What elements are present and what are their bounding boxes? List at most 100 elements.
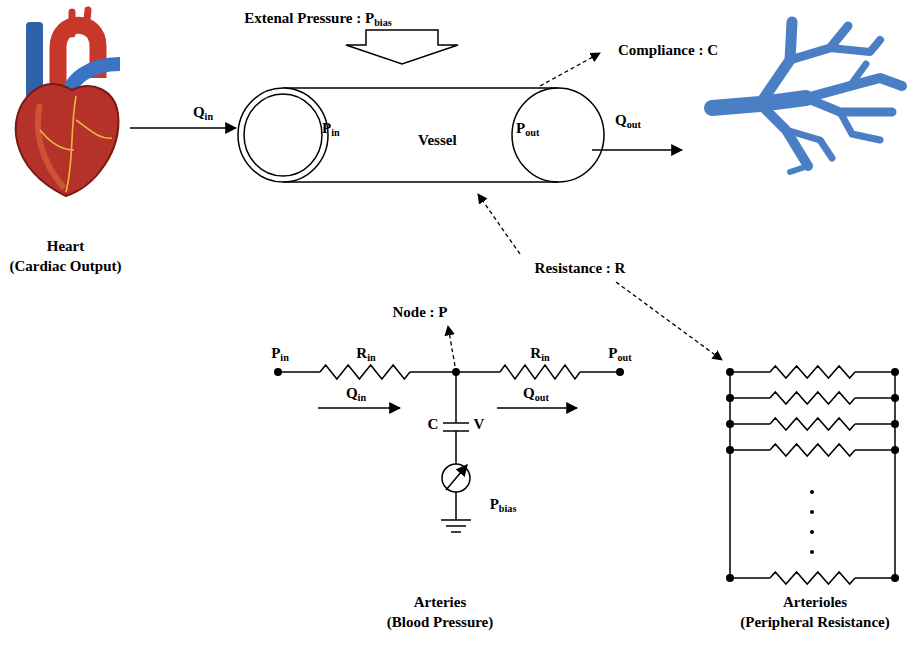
rail — [894, 372, 896, 578]
diagram-label: Qout — [523, 383, 549, 403]
flow-arrow — [318, 407, 400, 409]
section-caption: Arterioles (Peripheral Resistance) — [740, 592, 890, 632]
terminal-dot — [891, 446, 899, 454]
wire — [730, 577, 770, 579]
text-main: R — [530, 345, 541, 361]
text-subscript: in — [358, 392, 367, 403]
terminal-dot — [726, 394, 734, 402]
terminal-dot — [891, 574, 899, 582]
terminal-dot — [891, 394, 899, 402]
ellipsis-dot — [810, 490, 814, 494]
coronary-vessel — [40, 96, 112, 192]
text-line: (Blood Pressure) — [387, 614, 494, 630]
text-main: Q — [615, 112, 627, 128]
node-label: Vessel — [418, 130, 457, 150]
aortic-branches — [72, 10, 88, 34]
diagram-label: Resistance : R — [535, 258, 626, 278]
resistor-symbol — [770, 572, 855, 584]
diagram-label: Extenal Pressure : Pbias — [244, 8, 391, 28]
resistor-symbol — [320, 365, 410, 379]
diagram-label: V — [474, 414, 485, 434]
text-subscript: in — [331, 127, 340, 138]
section-caption: Arteries (Blood Pressure) — [387, 592, 494, 632]
resistor-symbol — [770, 392, 855, 404]
edge-label: Qin — [193, 102, 213, 122]
text-subscript: out — [618, 352, 632, 363]
capacitor-plate — [443, 422, 469, 424]
resistor-symbol — [770, 366, 855, 378]
vessel-cylinder: PinVesselPout — [236, 86, 608, 186]
text-main: P — [516, 120, 525, 136]
text-main: Q — [346, 385, 358, 401]
wire — [855, 423, 895, 425]
leader-line — [540, 53, 600, 86]
heart-body — [16, 84, 119, 196]
ellipsis-dot — [810, 510, 814, 514]
text-line: Arterioles — [783, 594, 847, 610]
diagram-label: Pin — [271, 343, 289, 363]
text-subscript: in — [367, 352, 376, 363]
text-main: R — [356, 345, 367, 361]
ground-symbol — [441, 519, 471, 521]
wire — [278, 371, 320, 373]
wire — [580, 371, 620, 373]
terminal-dot — [274, 368, 282, 376]
ellipsis-dot — [810, 550, 814, 554]
text-main: P — [608, 345, 617, 361]
diagram-label: Rin — [530, 343, 549, 363]
resistor-symbol — [500, 365, 580, 379]
wire — [455, 372, 457, 423]
ground-symbol — [446, 525, 466, 527]
diagram-label: Pbias — [490, 494, 517, 514]
pressure-source — [442, 464, 470, 492]
diagram-label: Pout — [608, 343, 631, 363]
terminal-dot — [726, 446, 734, 454]
flow-arrow — [592, 149, 682, 151]
text-line: (Cardiac Output) — [9, 258, 121, 274]
diagram-label: C — [428, 414, 439, 434]
text-main: P — [490, 496, 499, 512]
terminal-dot — [891, 368, 899, 376]
wire — [730, 371, 770, 373]
text-main: P — [322, 120, 331, 136]
terminal-dot — [616, 368, 624, 376]
ground-symbol — [451, 531, 461, 533]
wire — [855, 449, 895, 451]
heart-node: Heart (Cardiac Output) — [3, 10, 128, 280]
variable-arrow — [446, 465, 467, 490]
text-main: Q — [193, 104, 205, 120]
wire — [855, 577, 895, 579]
node-label: Pout — [516, 118, 539, 138]
text-main: Extenal Pressure : P — [244, 10, 374, 26]
resistor-symbol — [770, 444, 855, 456]
wire — [730, 397, 770, 399]
text-subscript: out — [535, 392, 549, 403]
node-caption: Heart (Cardiac Output) — [3, 236, 128, 276]
text-subscript: bias — [374, 17, 392, 28]
leader-line — [478, 194, 520, 254]
wire — [455, 431, 457, 464]
text-subscript: out — [627, 119, 641, 130]
wire — [455, 492, 457, 520]
text-subscript: in — [541, 352, 550, 363]
ellipsis-dot — [810, 530, 814, 534]
text-line: Arteries — [414, 594, 466, 610]
text-subscript: in — [205, 111, 214, 122]
terminal-dot — [726, 420, 734, 428]
node-label: Pin — [322, 118, 340, 138]
text-line: Heart — [47, 238, 84, 254]
text-subscript: bias — [499, 503, 517, 514]
text-main: P — [271, 345, 280, 361]
vessel-tree — [712, 22, 902, 172]
diagram-label: Qout — [615, 110, 641, 130]
wire — [855, 371, 895, 373]
diagram-label: Compliance : C — [618, 40, 718, 60]
leader-line — [616, 282, 722, 360]
terminal-dot — [891, 420, 899, 428]
text-subscript: out — [525, 127, 539, 138]
pressure-arrow — [346, 30, 458, 64]
heart-illustration — [16, 10, 120, 196]
terminal-dot — [726, 368, 734, 376]
